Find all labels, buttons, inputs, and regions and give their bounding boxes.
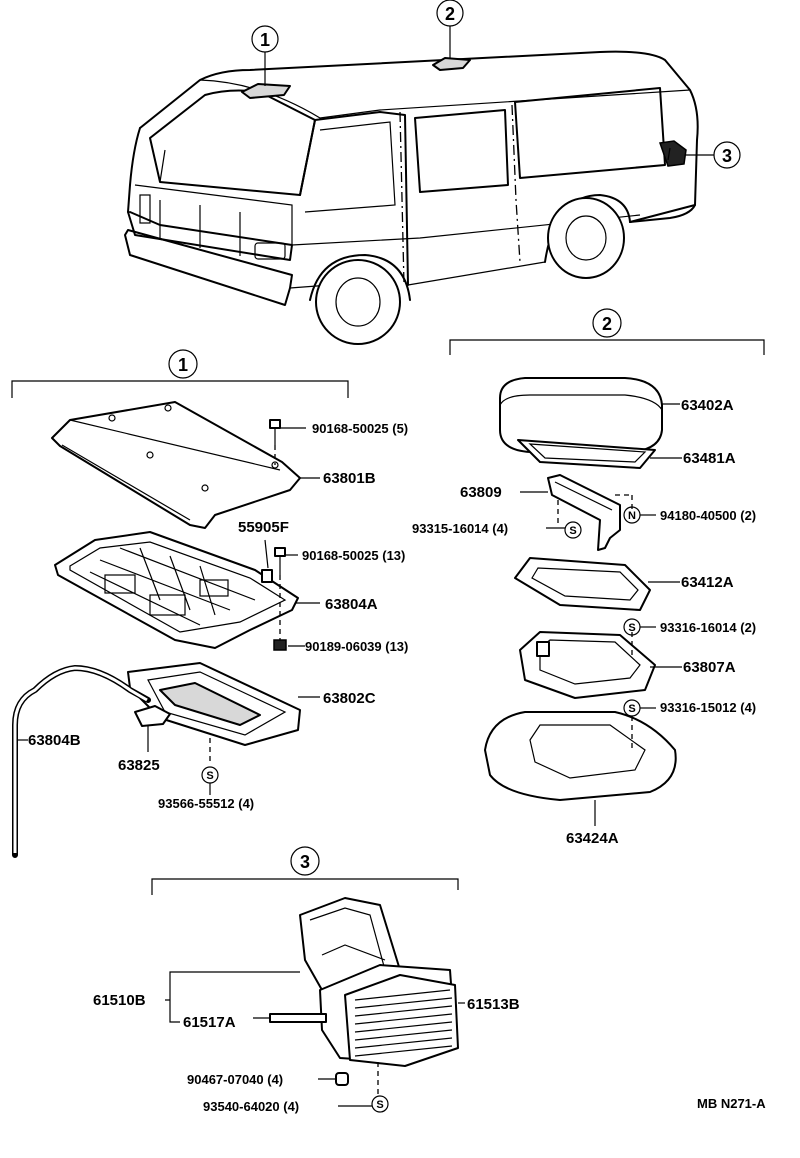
part-63424A-base [484, 711, 677, 801]
svg-text:1: 1 [260, 30, 270, 50]
s-symbol-icon: S [201, 766, 219, 784]
part-label: 63802C [323, 690, 376, 707]
part-label: 90189-06039 (13) [305, 639, 408, 654]
screw-icon [269, 419, 281, 445]
part-label: 63809 [460, 484, 502, 501]
part-label: 55905F [238, 519, 289, 536]
part-label: 63424A [566, 830, 619, 847]
svg-text:3: 3 [722, 146, 732, 166]
section-1: 1 [11, 349, 408, 858]
part-label: 90467-07040 (4) [187, 1072, 283, 1087]
svg-text:S: S [569, 525, 576, 537]
part-63412A-frame [514, 557, 651, 611]
part-label: 93316-16014 (2) [660, 620, 756, 635]
part-61513B-grille [344, 974, 459, 1067]
part-label: 63402A [681, 397, 734, 414]
part-label: 93566-55512 (4) [158, 796, 254, 811]
svg-text:N: N [628, 510, 636, 522]
part-label: 63804A [325, 596, 378, 613]
part-label: 93316-15012 (4) [660, 700, 756, 715]
section-3: 3 S [93, 846, 520, 1114]
part-63809-hinge [547, 474, 621, 551]
svg-text:S: S [628, 622, 635, 634]
part-label: 90168-50025 (13) [302, 548, 405, 563]
van-illustration [124, 50, 699, 345]
part-label: 63481A [683, 450, 736, 467]
part-61517A-lever [269, 1013, 327, 1023]
part-label: 90168-50025 (5) [312, 421, 408, 436]
part-label: 61517A [183, 1014, 236, 1031]
part-63402A-cap [499, 377, 663, 453]
part-label: 93540-64020 (4) [203, 1099, 299, 1114]
part-label: 93315-16014 (4) [412, 521, 508, 536]
part-label: 63801B [323, 470, 376, 487]
s-symbol-icon: S [623, 618, 641, 636]
screw-icon [274, 547, 286, 575]
svg-text:1: 1 [178, 355, 188, 375]
part-63801B-cover [51, 401, 301, 529]
svg-text:S: S [206, 770, 213, 782]
svg-text:2: 2 [445, 4, 455, 24]
part-label: 63825 [118, 757, 160, 774]
figure-code: MB N271-A [697, 1096, 766, 1111]
part-label: 63807A [683, 659, 736, 676]
s-symbol-icon: S [371, 1095, 389, 1113]
clip-55905F-icon [261, 569, 273, 583]
callout-2: 2 [436, 0, 464, 58]
callout-3: 3 [686, 141, 741, 169]
svg-text:3: 3 [300, 852, 310, 872]
svg-text:S: S [628, 703, 635, 715]
part-label: 61513B [467, 996, 520, 1013]
part-label: 94180-40500 (2) [660, 508, 756, 523]
nut-icon [335, 1072, 349, 1086]
n-symbol-icon: N [623, 506, 641, 524]
callout-1: 1 [251, 25, 279, 86]
s-symbol-icon: S [623, 699, 641, 717]
svg-text:S: S [376, 1099, 383, 1111]
part-label: 63412A [681, 574, 734, 591]
part-63825-clip [134, 705, 171, 727]
svg-text:2: 2 [602, 314, 612, 334]
s-symbol-icon: S [564, 521, 582, 539]
section-2: 2 S N [412, 308, 765, 847]
part-label: 63804B [28, 732, 81, 749]
nut-icon [273, 639, 287, 651]
part-label: 61510B [93, 992, 146, 1009]
